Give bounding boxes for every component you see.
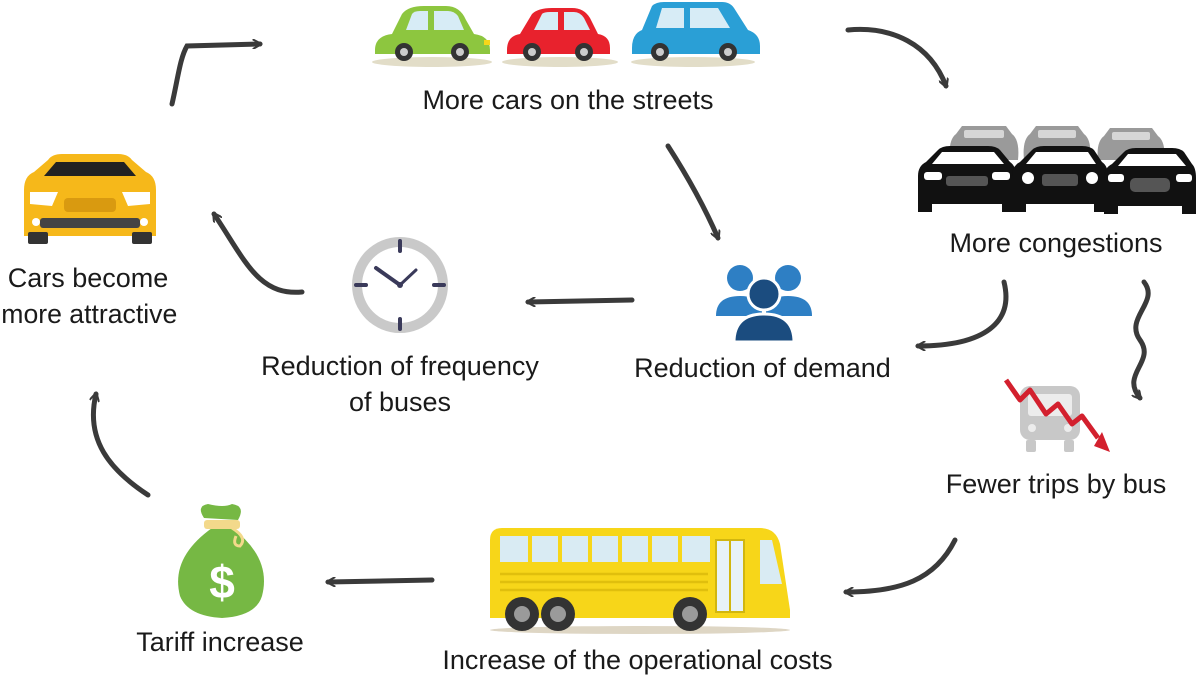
red-car-icon bbox=[502, 8, 618, 67]
arrow-fewer-trips-to-costs bbox=[846, 537, 958, 592]
label-more-congestions: More congestions bbox=[949, 228, 1163, 258]
people-group-icon bbox=[716, 265, 812, 344]
arrow-costs-to-tariff bbox=[328, 580, 435, 582]
label-cars-become-line-1: Cars become bbox=[7, 263, 169, 293]
label-more-cars-on-streets: More cars on the streets bbox=[422, 85, 714, 115]
label-tariff-increase: Tariff increase bbox=[136, 627, 304, 657]
arrows bbox=[93, 26, 1151, 592]
black-car-2-icon bbox=[1012, 146, 1108, 212]
blue-car-icon bbox=[631, 2, 760, 67]
traffic-jam-icon bbox=[918, 126, 1196, 214]
three-cars-icon bbox=[372, 2, 760, 67]
label-frequency-line-2: of buses bbox=[348, 387, 452, 417]
label-cars-become-more-attractive: Cars become more attractive bbox=[0, 260, 178, 332]
arrow-congestion-to-fewer-trips bbox=[1134, 279, 1151, 401]
label-frequency-line-1: Reduction of frequency bbox=[261, 351, 539, 381]
label-cars-become-line-2: more attractive bbox=[1, 299, 178, 329]
arrow-frequency-to-attractive bbox=[211, 211, 305, 295]
car-front-icon bbox=[24, 154, 156, 244]
arrow-streets-to-demand bbox=[665, 143, 718, 238]
bus-decline-icon bbox=[1003, 378, 1110, 452]
black-car-3-icon bbox=[1104, 148, 1196, 214]
bus-icon bbox=[490, 528, 790, 634]
arrow-demand-to-frequency bbox=[528, 300, 635, 302]
arrow-tariff-to-attractive bbox=[93, 394, 151, 498]
arrow-streets-to-congestion bbox=[845, 26, 946, 86]
label-reduction-of-demand: Reduction of demand bbox=[634, 353, 891, 383]
money-bag-icon: $ bbox=[178, 504, 264, 618]
arrow-congestion-to-demand bbox=[918, 279, 1009, 346]
clock-icon bbox=[352, 237, 448, 333]
label-fewer-trips-by-bus: Fewer trips by bus bbox=[945, 469, 1167, 499]
black-car-1-icon bbox=[918, 146, 1016, 212]
label-reduction-of-frequency: Reduction of frequency of buses bbox=[250, 348, 550, 420]
arrow-attractive-to-streets bbox=[169, 44, 260, 107]
svg-text:$: $ bbox=[209, 556, 235, 608]
label-increase-operational-costs: Increase of the operational costs bbox=[442, 645, 833, 675]
green-car-icon bbox=[372, 6, 492, 67]
